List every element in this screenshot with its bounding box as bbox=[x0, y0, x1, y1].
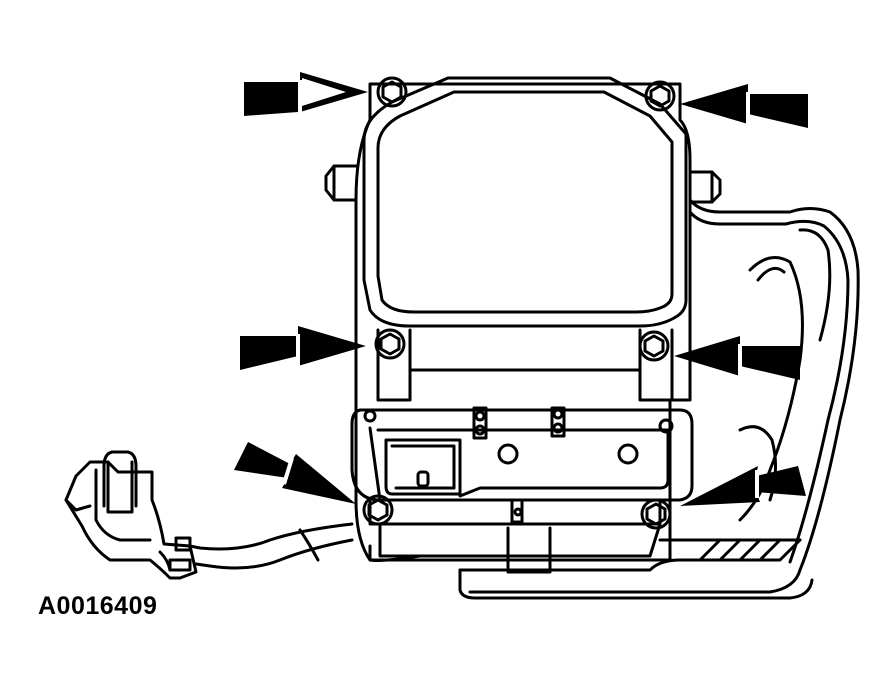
bolt-bottom-right bbox=[640, 498, 672, 530]
arrow-icon-bottom-right bbox=[680, 466, 806, 506]
bolt-top-right bbox=[644, 80, 676, 112]
arrow-icon-bottom-left bbox=[234, 442, 356, 504]
control-unit-panel bbox=[350, 406, 694, 502]
bolt-middle-right bbox=[638, 330, 670, 362]
figure-id-label: A0016409 bbox=[38, 592, 158, 620]
bolt-middle-left bbox=[374, 328, 406, 360]
wiring-harness bbox=[64, 450, 422, 580]
bolt-bottom-left bbox=[362, 494, 394, 526]
arrow-icon-middle-right bbox=[674, 336, 800, 380]
mounting-bracket bbox=[458, 198, 860, 600]
arrow-icon-top-right bbox=[680, 84, 808, 128]
bolt-top-left bbox=[376, 76, 408, 108]
arrow-icon-top-left bbox=[244, 72, 368, 116]
abs-module-housing bbox=[324, 76, 722, 562]
arrow-icon-middle-left bbox=[240, 326, 366, 370]
